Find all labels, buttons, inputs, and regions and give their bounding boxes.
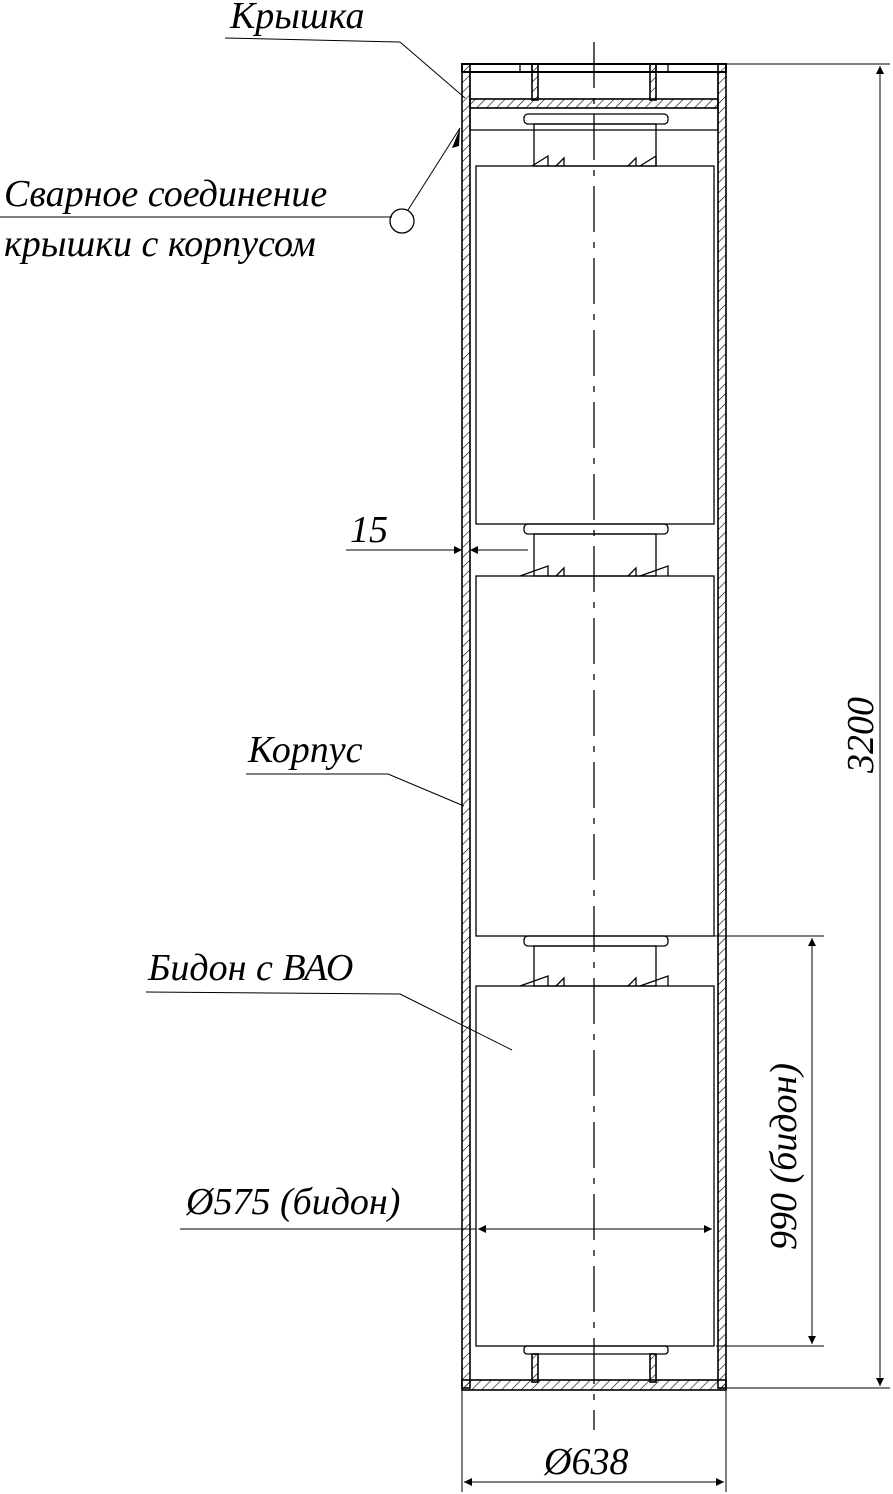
canister-diameter-value: Ø575 (бидон) <box>185 1181 400 1223</box>
weld-callout: Сварное соединение крышки с корпусом <box>0 127 461 265</box>
total-height-dimension: 3200 <box>726 63 890 1389</box>
canister-callout: Бидон с ВАО <box>145 947 513 1051</box>
outer-diameter-value: Ø638 <box>543 1441 628 1483</box>
canister-top <box>475 113 715 525</box>
canister-height-dimension: 990 (бидон) <box>656 935 824 1347</box>
lid-label: Крышка <box>229 0 364 37</box>
canister-height-value: 990 (бидон) <box>763 1063 805 1250</box>
canister-bottom <box>475 935 715 1383</box>
body-callout: Корпус <box>246 729 465 807</box>
body-label: Корпус <box>247 729 363 771</box>
outer-diameter-dimension: Ø638 <box>461 1390 727 1492</box>
canister-diameter-dimension: Ø575 (бидон) <box>180 1181 712 1233</box>
canister-middle <box>475 523 715 937</box>
weld-label-line1: Сварное соединение <box>4 173 327 215</box>
weld-label-line2: крышки с корпусом <box>4 223 316 265</box>
canister-label: Бидон с ВАО <box>147 947 353 989</box>
wall-thickness-dimension: 15 <box>346 509 528 554</box>
wall-thickness-value: 15 <box>350 509 388 551</box>
total-height-value: 3200 <box>840 697 882 774</box>
lid-callout: Крышка <box>224 0 466 99</box>
